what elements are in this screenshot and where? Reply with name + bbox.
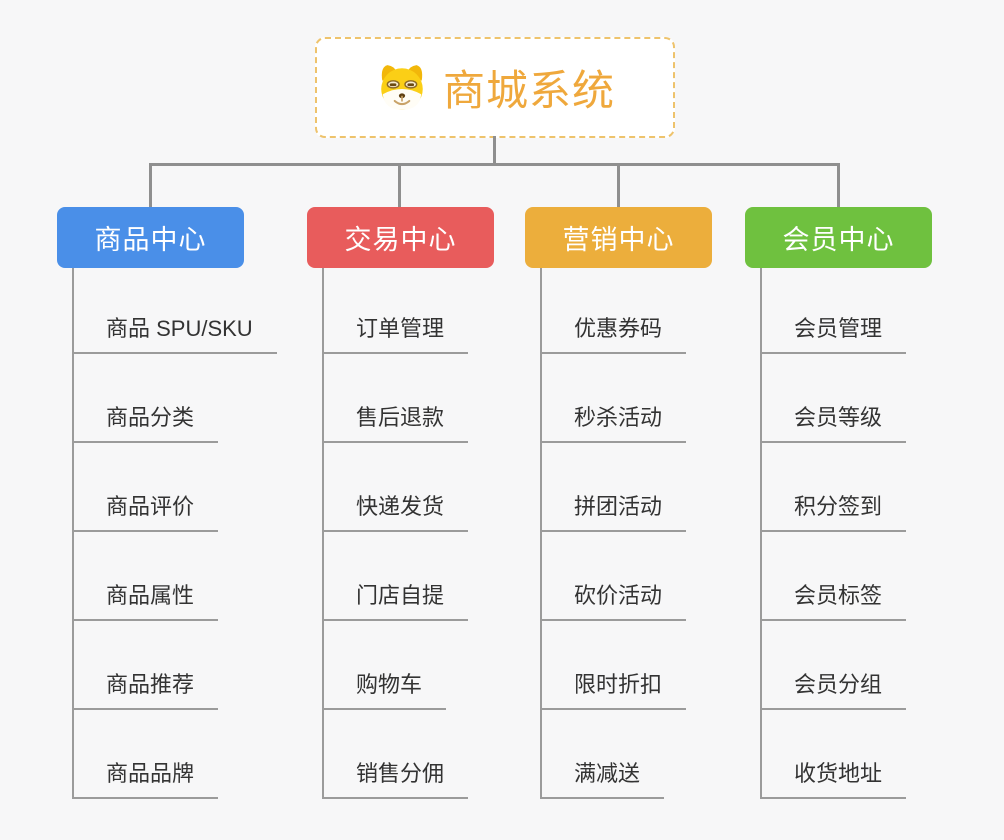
branch-node-member-center: 会员中心 (745, 207, 932, 268)
connector-horizontal-rail (149, 163, 840, 166)
child-topic: 砍价活动 (542, 532, 687, 621)
child-topic: 秒杀活动 (542, 354, 687, 443)
child-topic: 会员等级 (762, 354, 907, 443)
child-topic: 售后退款 (324, 354, 469, 443)
branch-children-member-center: 会员管理 会员等级 积分签到 会员标签 会员分组 收货地址 (760, 268, 907, 799)
child-topic: 收货地址 (762, 710, 907, 799)
root-node: 商城系统 (315, 37, 675, 138)
child-topic: 商品分类 (74, 354, 277, 443)
child-topic: 会员分组 (762, 621, 907, 710)
branch-label: 会员中心 (782, 225, 895, 255)
child-topic: 商品推荐 (74, 621, 277, 710)
child-topic: 会员标签 (762, 532, 907, 621)
branch-children-marketing-center: 优惠券码 秒杀活动 拼团活动 砍价活动 限时折扣 满减送 (540, 268, 687, 799)
connector-drop-marketing-center (617, 163, 620, 209)
dog-face-icon (375, 63, 429, 113)
connector-drop-product-center (149, 163, 152, 209)
child-topic: 优惠券码 (542, 268, 687, 354)
child-topic: 快递发货 (324, 443, 469, 532)
child-topic: 商品 SPU/SKU (74, 268, 277, 354)
branch-children-product-center: 商品 SPU/SKU 商品分类 商品评价 商品属性 商品推荐 商品品牌 (72, 268, 277, 799)
child-topic: 会员管理 (762, 268, 907, 354)
branch-label: 商品中心 (94, 225, 207, 255)
connector-root-drop (493, 136, 496, 166)
child-topic: 商品属性 (74, 532, 277, 621)
branch-node-trade-center: 交易中心 (307, 207, 494, 268)
root-title: 商城系统 (442, 67, 615, 114)
branch-label: 交易中心 (344, 225, 457, 255)
child-topic: 订单管理 (324, 268, 469, 354)
child-topic: 积分签到 (762, 443, 907, 532)
connector-drop-member-center (837, 163, 840, 209)
child-topic: 门店自提 (324, 532, 469, 621)
child-topic: 拼团活动 (542, 443, 687, 532)
child-topic: 销售分佣 (324, 710, 469, 799)
branch-label: 营销中心 (562, 225, 675, 255)
child-topic: 商品品牌 (74, 710, 277, 799)
connector-drop-trade-center (398, 163, 401, 209)
branch-children-trade-center: 订单管理 售后退款 快递发货 门店自提 购物车 销售分佣 (322, 268, 469, 799)
child-topic: 限时折扣 (542, 621, 687, 710)
child-topic: 满减送 (542, 710, 686, 799)
child-topic: 购物车 (324, 621, 468, 710)
child-topic: 商品评价 (74, 443, 277, 532)
branch-node-product-center: 商品中心 (57, 207, 244, 268)
branch-node-marketing-center: 营销中心 (525, 207, 712, 268)
